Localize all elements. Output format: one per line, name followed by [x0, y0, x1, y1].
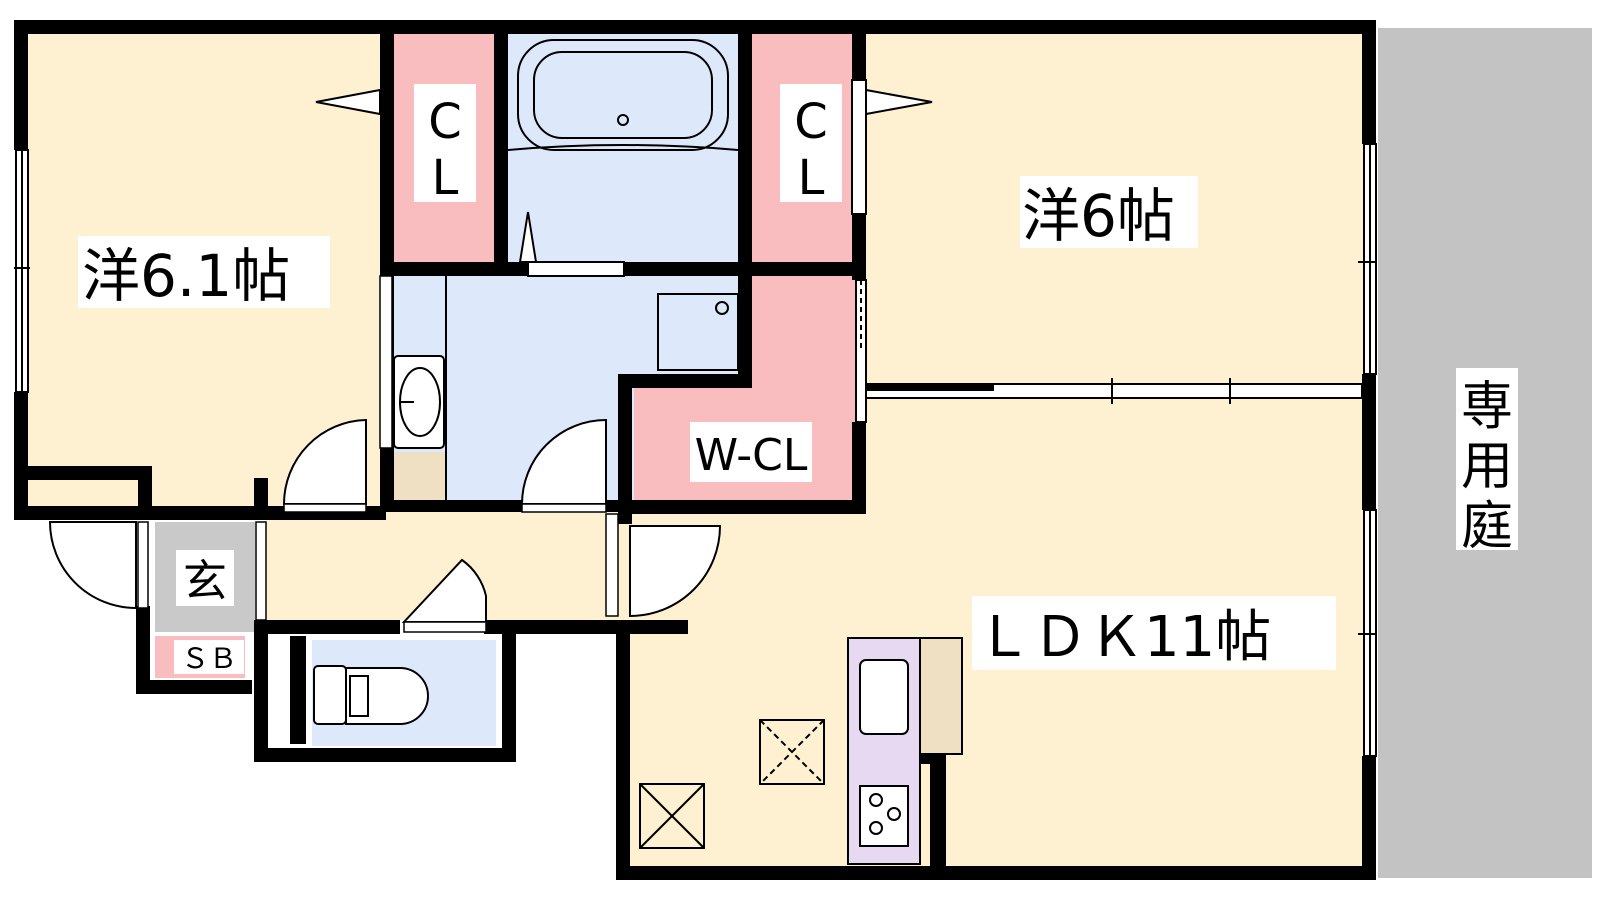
closet-left-label-l: L [432, 150, 459, 206]
kitchen-unit [847, 637, 963, 865]
washbasin [393, 276, 447, 500]
door-washroom [520, 418, 607, 505]
walk-in-closet-label-bg [690, 422, 812, 482]
washroom-mat [394, 452, 446, 502]
closet-right-label-bg [780, 84, 842, 202]
walk-in-closet-label: W-CL [695, 430, 808, 481]
closet-right-label-c: C [794, 94, 828, 150]
garden-label-char-1: 専 [1461, 377, 1513, 437]
bathtub [507, 39, 739, 151]
closet-right-door[interactable] [865, 88, 933, 116]
closet-left-door[interactable] [315, 88, 381, 116]
entrance-label-bg [176, 550, 234, 606]
shower [518, 211, 625, 277]
east-room-label: 洋6帖 [1022, 182, 1175, 250]
garden-label-char-3: 庭 [1461, 497, 1513, 557]
refrigerator-space [759, 719, 825, 785]
door-ldk [629, 525, 722, 618]
closet-right-label-l: L [798, 150, 825, 206]
west-room-label-bg [78, 236, 330, 308]
doors[interactable] [48, 418, 722, 623]
door-frames [137, 275, 619, 633]
door-west-room [282, 418, 367, 505]
door-toilet [401, 558, 487, 623]
west-room-label: 洋6.1帖 [82, 242, 290, 310]
closet-left-label-c: C [428, 94, 462, 150]
sliding-door-east-room[interactable] [861, 378, 1363, 404]
storage-box [639, 783, 705, 849]
sliding-door-walk-in-closet[interactable] [855, 279, 867, 423]
toilet [313, 665, 429, 725]
shoe-box-label-bg [174, 640, 244, 674]
east-room-label-bg [1020, 176, 1198, 248]
closet-left-label-bg [414, 84, 476, 202]
washing-machine [657, 293, 739, 371]
window-marks [14, 261, 1376, 635]
garden-label-bg [1456, 368, 1518, 550]
door-front [48, 521, 137, 610]
ldk-label: ＬＤＫ11帖 [976, 605, 1271, 670]
ldk-label-bg [972, 596, 1336, 670]
windows [15, 79, 1377, 757]
entrance-label: 玄 [183, 556, 227, 607]
shoe-box-label: ＳＢ [181, 642, 237, 675]
garden-label-char-2: 用 [1461, 437, 1513, 497]
